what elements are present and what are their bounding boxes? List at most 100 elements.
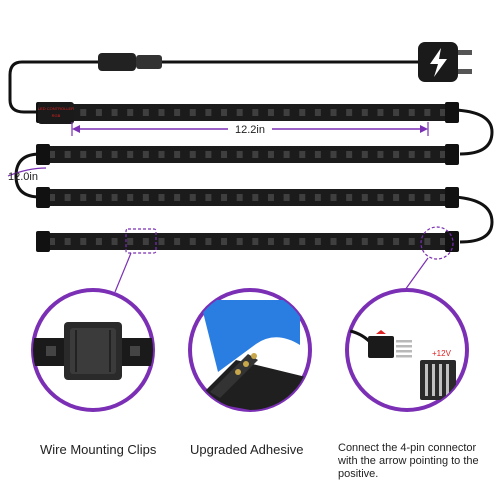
led-chip [189, 238, 196, 245]
led-strip [36, 102, 459, 123]
connector-caption: Connect the 4-pin connector with the arr… [338, 442, 479, 480]
led-chip [283, 238, 290, 245]
length-label: 12.2in [235, 124, 265, 136]
led-chip [49, 238, 55, 245]
led-chip [314, 109, 321, 116]
led-chip [377, 194, 384, 201]
led-chip [111, 194, 118, 201]
led-chip [424, 238, 431, 245]
led-strip [36, 187, 459, 208]
spacing-dimension: 12.0in [7, 167, 47, 183]
led-chip [361, 109, 368, 116]
dc-connector [98, 53, 162, 71]
led-chip [236, 194, 243, 201]
led-chip [267, 238, 274, 245]
led-chip [330, 194, 337, 201]
led-chip [142, 194, 149, 201]
led-chip [267, 151, 274, 158]
power-plug-icon [418, 42, 472, 82]
led-chip [205, 109, 212, 116]
led-chip [49, 151, 55, 158]
led-chip [205, 194, 212, 201]
led-chip [346, 151, 353, 158]
led-chip [267, 194, 274, 201]
strip-connector [36, 231, 50, 252]
led-chip [330, 238, 337, 245]
led-chip [95, 151, 102, 158]
led-chip [393, 238, 400, 245]
connector-detail: +12V [345, 288, 469, 412]
led-strip [36, 231, 459, 252]
adhesive-detail [188, 288, 312, 412]
strip-connector [445, 144, 459, 165]
led-chip [64, 151, 71, 158]
led-chip [158, 109, 165, 116]
led-chip [95, 194, 102, 201]
led-chip [236, 109, 243, 116]
led-chip [174, 238, 181, 245]
led-chip [283, 109, 290, 116]
spacing-label: 12.0in [8, 171, 38, 183]
length-dimension: 12.2in [71, 122, 429, 136]
led-chip [283, 194, 290, 201]
controller-label-2: RGB [52, 113, 61, 118]
led-chip [158, 194, 165, 201]
led-chip [408, 151, 415, 158]
led-chip [440, 238, 446, 245]
led-chip [174, 109, 181, 116]
led-controller: LED CONTROLLER RGB [38, 102, 74, 124]
strip-connector [445, 231, 459, 252]
led-chip [80, 194, 87, 201]
led-chip [127, 109, 134, 116]
strip-connector [445, 102, 459, 123]
led-chip [221, 194, 228, 201]
led-chip [267, 109, 274, 116]
led-chip [393, 151, 400, 158]
led-chip [64, 194, 71, 201]
led-chip [80, 109, 87, 116]
led-chip [95, 109, 102, 116]
controller-label-1: LED CONTROLLER [38, 106, 74, 111]
led-chip [142, 151, 149, 158]
led-chip [95, 238, 102, 245]
led-chip [424, 194, 431, 201]
led-chip [111, 109, 118, 116]
led-chip [221, 238, 228, 245]
led-chip [440, 194, 446, 201]
led-chip [127, 238, 134, 245]
strip-connector [36, 187, 50, 208]
led-chip [127, 151, 134, 158]
led-strips [36, 102, 459, 252]
led-chip [158, 151, 165, 158]
led-chip [314, 151, 321, 158]
led-chip [346, 238, 353, 245]
led-chip [408, 238, 415, 245]
led-strip [36, 144, 459, 165]
led-chip [142, 238, 149, 245]
adhesive-caption: Upgraded Adhesive [190, 442, 304, 457]
led-chip [252, 238, 259, 245]
led-chip [346, 194, 353, 201]
led-chip [408, 194, 415, 201]
polarity-label: +12V [432, 349, 452, 358]
led-chip [299, 238, 306, 245]
led-chip [299, 109, 306, 116]
led-chip [314, 238, 321, 245]
led-chip [174, 194, 181, 201]
led-chip [377, 109, 384, 116]
led-chip [299, 151, 306, 158]
led-chip [236, 151, 243, 158]
led-chip [174, 151, 181, 158]
led-chip [252, 151, 259, 158]
led-chip [361, 151, 368, 158]
led-chip [205, 238, 212, 245]
led-chip [252, 194, 259, 201]
led-chip [299, 194, 306, 201]
led-chip [346, 109, 353, 116]
led-chip [205, 151, 212, 158]
led-chip [142, 109, 149, 116]
led-chip [189, 109, 196, 116]
led-chip [440, 109, 446, 116]
strip-connector [36, 144, 50, 165]
led-chip [330, 151, 337, 158]
